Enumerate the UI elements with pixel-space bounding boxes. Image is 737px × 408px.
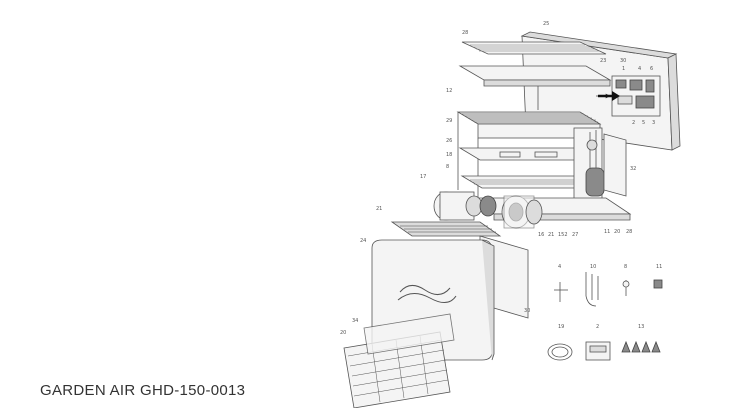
label-acc-11: 11: [656, 264, 662, 270]
label-blower-left: 17: [420, 174, 426, 180]
label-acc-19: 19: [558, 324, 564, 330]
label-base-16: 16: [538, 232, 544, 238]
label-acc-8: 8: [624, 264, 627, 270]
label-filter-24: 24: [360, 238, 366, 244]
label-base-21: 21: [548, 232, 554, 238]
heat-exchanger-coil: [456, 111, 602, 200]
label-base-20: 20: [614, 229, 620, 235]
label-base-152: 152: [558, 232, 568, 238]
part-labels: 28 25 23 30 12 29 26 18 8 17 32 16 21 15…: [340, 21, 662, 336]
label-filter-30: 30: [524, 308, 530, 314]
label-back-panel: 25: [543, 21, 549, 27]
label-box-4: 4: [638, 66, 641, 72]
label-base-28: 28: [626, 229, 632, 235]
blower-assembly: [433, 191, 543, 229]
label-drain-pan: 26: [446, 138, 452, 144]
label-control-box: 32: [630, 166, 636, 172]
accessory-remote: [585, 341, 611, 361]
label-top-grille: 28: [462, 30, 468, 36]
label-box-5: 5: [642, 120, 645, 126]
label-box-6: 6: [650, 66, 653, 72]
return-louver: [343, 313, 455, 408]
accessory-probes: [585, 272, 599, 307]
label-louver-20: 20: [340, 330, 346, 336]
label-coil: 29: [446, 118, 452, 124]
label-front-grille: 21: [376, 206, 382, 212]
label-frame-a: 23: [600, 58, 606, 64]
label-acc-4: 4: [558, 264, 561, 270]
accessory-feet: [621, 340, 661, 353]
accessory-hose: [547, 343, 573, 361]
accessory-valve: [554, 282, 568, 302]
label-base-11: 11: [604, 229, 610, 235]
front-discharge-grille: [390, 221, 502, 237]
label-frame-e: 8: [446, 164, 449, 170]
label-box-3: 3: [652, 120, 655, 126]
drain-pan: [458, 147, 604, 189]
top-grille: [461, 41, 607, 55]
label-box-1: 1: [622, 66, 625, 72]
label-box-2: 2: [632, 120, 635, 126]
label-acc-2: 2: [596, 324, 599, 330]
label-base-27: 27: [572, 232, 578, 238]
label-frame-d: 18: [446, 152, 452, 158]
label-frame-c: 12: [446, 88, 452, 94]
label-frame-b: 30: [620, 58, 626, 64]
accessory-sensor: [622, 280, 630, 296]
accessory-plug: [653, 279, 663, 289]
label-acc-13: 13: [638, 324, 644, 330]
label-louver-34: 34: [352, 318, 358, 324]
top-cover: [458, 65, 612, 110]
product-caption: GARDEN AIR GHD-150-0013: [40, 382, 246, 399]
label-acc-10: 10: [590, 264, 596, 270]
